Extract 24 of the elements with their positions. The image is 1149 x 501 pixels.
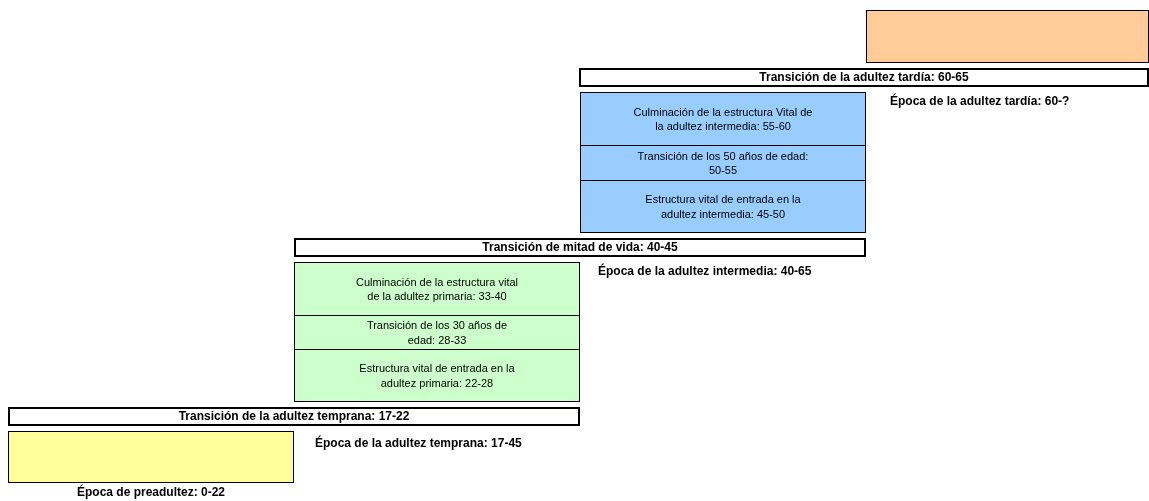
transition-bar: [579, 68, 1149, 87]
stage-box: [294, 349, 580, 402]
stage-box: [866, 10, 1149, 63]
transition-bar: [294, 238, 866, 257]
stage-text: Transición de la adultez tardía: 60-65: [759, 69, 969, 86]
era-label: Época de la adultez tardía: 60-?: [890, 94, 1070, 108]
stage-box: [580, 92, 866, 146]
stage-box: [580, 145, 866, 181]
transition-bar: [8, 407, 580, 426]
stage-text: Estructura vital de entrada en la adultez primaria: 22-28: [358, 361, 516, 390]
era-label: Época de la adultez intermedia: 40-65: [598, 264, 812, 278]
stage-text: Transición de mitad de vida: 40-45: [482, 239, 678, 256]
stage-text: Transición de los 50 años de edad: 50-55: [636, 148, 810, 178]
era-label: Época de la adultez temprana: 17-45: [315, 436, 522, 450]
stage-caption: Época de preadultez: 0-22: [75, 485, 226, 499]
stage-text: Culminación de la estructura Vital de la adultez intermedia: 55-60: [633, 104, 813, 134]
stage-text: Estructura vital de entrada en la adultez intermedia: 45-50: [644, 192, 802, 221]
stage-box: [294, 315, 580, 350]
stage-text: Transición de la adultez temprana: 17-22: [178, 408, 410, 425]
stage-text: Transición de los 30 años de edad: 28-33: [365, 318, 509, 347]
stage-box: [580, 180, 866, 233]
stage-box: [294, 262, 580, 316]
stage-box: [8, 431, 294, 483]
stage-text: Culminación de la estructura vital de la adultez primaria: 33-40: [355, 274, 519, 304]
